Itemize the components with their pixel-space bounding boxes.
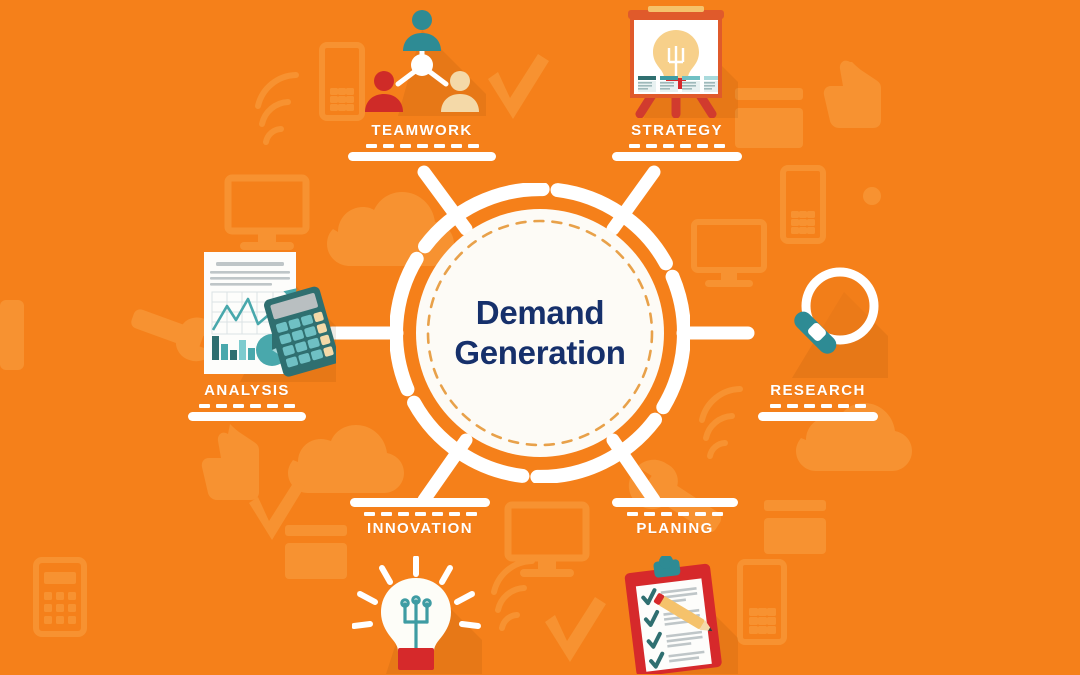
icon-planing[interactable] <box>612 554 738 675</box>
central-hub: Demand Generation <box>389 182 691 484</box>
person-red <box>365 71 403 112</box>
mobile-phone-icon <box>737 559 787 645</box>
node-research-text: RESEARCH <box>770 382 866 399</box>
node-innovation-text: INNOVATION <box>367 520 473 537</box>
credit-card-icon <box>285 525 347 579</box>
calculator-icon <box>264 286 339 377</box>
calculator-icon <box>33 557 87 637</box>
label-bar <box>350 498 490 507</box>
center-title-line1: Demand <box>475 293 605 331</box>
thumbs-up-icon <box>201 424 259 500</box>
label-bar <box>348 152 496 161</box>
label-dashes <box>770 404 866 408</box>
checkmark-icon <box>488 54 549 119</box>
cloud-icon <box>288 425 404 493</box>
calculator-icon <box>44 572 76 624</box>
monitor-icon <box>224 174 310 250</box>
checkmark-icon <box>545 597 606 662</box>
label-dashes <box>627 512 723 516</box>
node-research-label[interactable]: RESEARCH <box>758 382 878 421</box>
node-teamwork-label[interactable]: TEAMWORK <box>348 122 496 161</box>
label-dashes <box>363 512 477 516</box>
label-bar <box>612 498 738 507</box>
icon-innovation[interactable] <box>351 555 482 674</box>
node-innovation-label[interactable]: INNOVATION <box>350 498 490 537</box>
node-planing-text: PLANING <box>636 520 714 537</box>
node-strategy-text: STRATEGY <box>631 122 723 139</box>
wifi-signal-icon <box>255 72 299 145</box>
icon-teamwork[interactable] <box>358 8 486 116</box>
label-dashes <box>199 404 295 408</box>
wifi-signal-icon <box>491 558 535 631</box>
node-analysis-text: ANALYSIS <box>204 382 290 399</box>
checkmark-icon <box>546 510 607 575</box>
center-title: Demand Generation <box>390 183 690 483</box>
mobile-phone-icon <box>319 42 365 121</box>
label-bar <box>612 152 742 161</box>
label-dashes <box>629 144 725 148</box>
node-strategy-label[interactable]: STRATEGY <box>612 122 742 161</box>
credit-card-icon <box>735 88 803 148</box>
thumbs-up-icon <box>823 60 881 128</box>
person-cream <box>441 71 479 112</box>
node-planing-label[interactable]: PLANING <box>612 498 738 537</box>
wifi-signal-icon <box>699 386 743 459</box>
credit-card-icon <box>764 500 826 554</box>
label-bar <box>758 412 878 421</box>
checkmark-icon <box>249 480 305 540</box>
node-analysis-label[interactable]: ANALYSIS <box>188 382 306 421</box>
icon-analysis[interactable] <box>196 244 339 382</box>
mobile-phone-icon <box>780 165 826 244</box>
icon-strategy[interactable] <box>614 0 738 119</box>
monitor-icon <box>691 219 767 287</box>
node-teamwork-text: TEAMWORK <box>371 122 473 139</box>
monitor-icon <box>504 501 590 577</box>
center-title-line2: Generation <box>454 334 626 371</box>
label-bar <box>188 412 306 421</box>
label-dashes <box>365 144 479 148</box>
hub-ring-graphic <box>389 182 691 484</box>
icon-research[interactable] <box>762 262 888 378</box>
person-teal <box>403 10 441 51</box>
